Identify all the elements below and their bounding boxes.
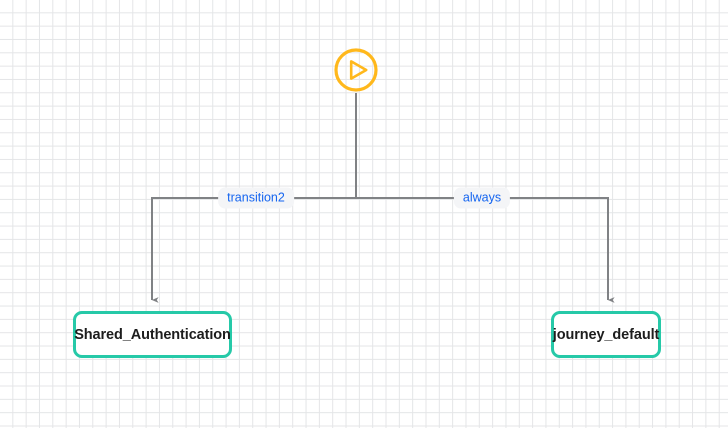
edge-label-always[interactable]: always [453,187,511,209]
edge-label-transition2[interactable]: transition2 [218,187,294,209]
state-node-label: journey_default [552,326,660,343]
start-node[interactable] [333,47,379,93]
state-node-label: Shared_Authentication [74,326,231,343]
state-node-journey-default[interactable]: journey_default [551,311,661,358]
state-node-shared-authentication[interactable]: Shared_Authentication [73,311,232,358]
play-circle-icon [334,48,378,92]
